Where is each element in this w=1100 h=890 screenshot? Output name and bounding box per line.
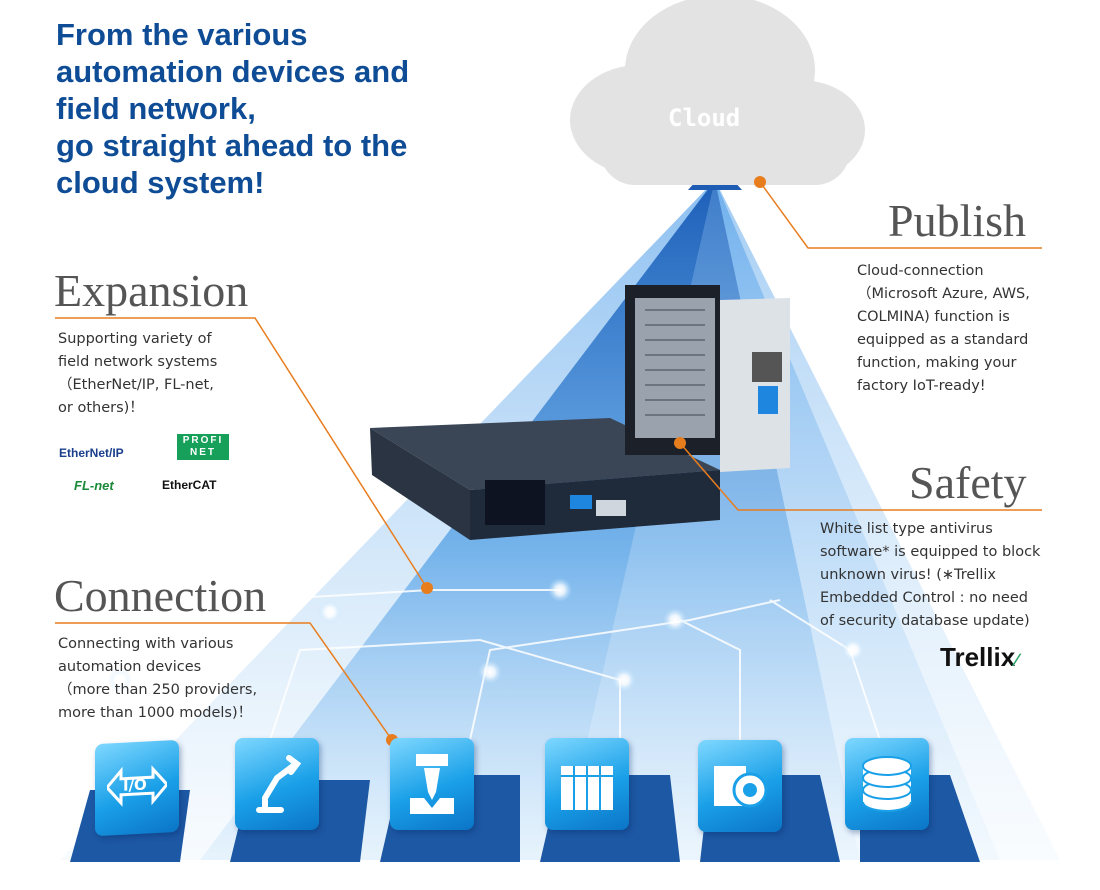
tile-camera — [698, 740, 782, 832]
database-icon — [862, 756, 912, 812]
text-line: （Microsoft Azure, AWS, — [857, 286, 1030, 302]
title-line: automation devices and — [56, 54, 410, 89]
edge-box-device — [370, 285, 790, 540]
tile-machining — [390, 738, 474, 830]
drill-machine-icon — [410, 754, 454, 814]
network-lines — [119, 589, 881, 741]
profinet-logo: PROFINET — [177, 434, 229, 460]
text-line: more than 1000 models)！ — [58, 705, 253, 721]
text-line: （more than 250 providers, — [58, 682, 258, 698]
trellix-logo: Trellix∕ — [940, 642, 1018, 673]
title-line: From the various — [56, 17, 308, 52]
text-line: Cloud-connection — [857, 263, 984, 279]
text-line: Connecting with various — [58, 636, 234, 652]
connection-heading: Connection — [54, 570, 267, 621]
profinet-logo-text: PROFINET — [182, 435, 224, 458]
publish-description: Cloud-connection （Microsoft Azure, AWS, … — [857, 260, 1030, 398]
robot-arm-icon — [256, 755, 302, 813]
io-label: I/O — [123, 775, 147, 795]
text-line: factory IoT-ready! — [857, 378, 986, 394]
text-line: Supporting variety of — [58, 331, 212, 347]
port-panel — [485, 480, 545, 525]
fl-net-logo: FL-net — [74, 478, 114, 493]
io-icon — [107, 765, 167, 807]
tile-io: I/O — [95, 739, 179, 837]
ethercat-logo: EtherCAT — [162, 478, 217, 492]
tile-database — [845, 738, 929, 830]
text-line: field network systems — [58, 354, 218, 370]
text-line: Embedded Control : no need — [820, 590, 1028, 606]
connection-description: Connecting with various automation devic… — [58, 633, 257, 725]
text-line: of security database update) — [820, 613, 1030, 629]
trellix-accent-mark: ∕ — [1015, 650, 1019, 670]
glow-points — [108, 578, 865, 692]
control-cabinet-icon — [561, 766, 613, 810]
ethernet-ip-logo: EtherNet/IP — [59, 446, 124, 460]
page-title: From the various automation devices and … — [56, 16, 409, 201]
text-line: automation devices — [58, 659, 202, 675]
text-line: （EtherNet/IP, FL-net, — [58, 377, 214, 393]
usb-ports — [570, 495, 592, 509]
tile-control-cabinet — [545, 738, 629, 830]
safety-description: White list type antivirus software* is e… — [820, 518, 1040, 633]
text-line: software* is equipped to block — [820, 544, 1041, 560]
callout-dots — [386, 176, 766, 746]
safety-heading: Safety — [909, 457, 1027, 508]
expansion-description: Supporting variety of field network syst… — [58, 328, 217, 420]
text-line: or others)！ — [58, 400, 144, 416]
text-line: COLMINA) function is — [857, 309, 1010, 325]
cloud-shape — [570, 0, 865, 185]
text-line: equipped as a standard — [857, 332, 1029, 348]
callout-lines — [55, 181, 1042, 741]
expansion-heading: Expansion — [54, 265, 249, 316]
text-line: function, making your — [857, 355, 1017, 371]
publish-heading: Publish — [888, 195, 1027, 246]
title-line: cloud system! — [56, 165, 265, 200]
camera-icon — [714, 766, 768, 808]
trellix-logo-text: Trellix — [940, 642, 1016, 672]
text-line: White list type antivirus — [820, 521, 993, 537]
title-line: go straight ahead to the — [56, 128, 408, 163]
text-line: unknown virus! (∗Trellix — [820, 567, 996, 583]
tile-robot — [235, 738, 319, 830]
title-line: field network, — [56, 91, 256, 126]
cloud-label: Cloud — [668, 104, 741, 132]
